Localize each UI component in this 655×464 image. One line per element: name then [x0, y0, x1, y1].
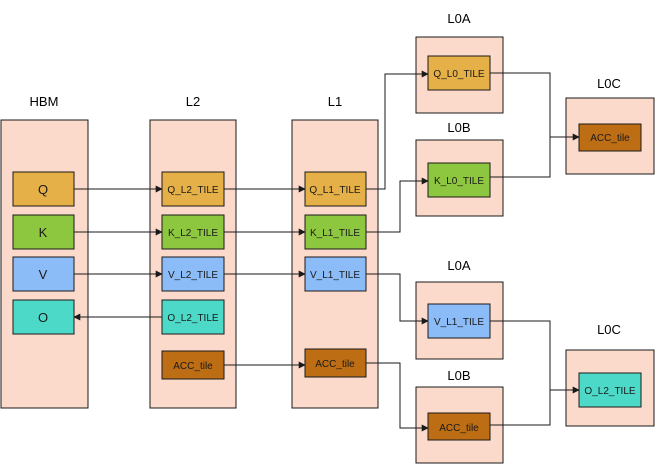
arrow-acc-l1-to-l0b [366, 362, 429, 432]
hbm-title: HBM [30, 94, 59, 109]
l1-title: L1 [328, 94, 342, 109]
l0b-top-title: L0B [447, 120, 470, 135]
l0a-top-title: L0A [447, 11, 470, 26]
l2-acc-box [161, 350, 225, 380]
l2-v-box [161, 256, 225, 292]
arrow-q-l1-to-l0a [366, 70, 429, 190]
l2-k-box [161, 214, 225, 250]
hbm-v-label: V [39, 267, 48, 282]
l0b-top-label: K_L0_TILE [434, 176, 484, 187]
line-acc-l0b-to-junction [490, 390, 551, 426]
l0b-bottom-acc-box [427, 412, 491, 441]
l2-tiles: Q_L2_TILE K_L2_TILE V_L2_TILE O_L2_TILE … [161, 171, 225, 380]
l1-q-box [304, 171, 367, 207]
line-k-l0b-to-junction [490, 137, 551, 178]
line-q-l0a-to-junction [490, 72, 551, 137]
l1-tiles: Q_L1_TILE K_L1_TILE V_L1_TILE ACC_tile [304, 171, 367, 378]
l1-k-box [304, 214, 367, 250]
l2-title: L2 [186, 94, 200, 109]
l1-acc-label: ACC_tile [315, 359, 355, 370]
hbm-o-label: O [38, 310, 48, 325]
l0-tiles: Q_L0_TILE K_L0_TILE ACC_tile V_L1_TILE A… [427, 55, 642, 441]
arrow-k-l1-to-l0b [366, 177, 429, 233]
l2-o-label: O_L2_TILE [167, 313, 218, 324]
l0b-top-k-box [427, 162, 491, 198]
l0c-bottom-title: L0C [597, 322, 621, 337]
l2-q-box [161, 171, 225, 207]
l0a-bottom-label: V_L1_TILE [434, 317, 484, 328]
l1-v-label: V_L1_TILE [310, 270, 360, 281]
l0a-bottom-v-box [427, 303, 491, 339]
l2-v-label: V_L2_TILE [168, 270, 218, 281]
l0a-top-q-box [427, 55, 491, 91]
hbm-k-label: K [39, 225, 48, 240]
l0c-bottom-o-box [578, 372, 642, 408]
l2-k-label: K_L2_TILE [168, 228, 218, 239]
l0c-top-title: L0C [597, 76, 621, 91]
l2-q-label: Q_L2_TILE [167, 185, 218, 196]
arrow-v-l1-to-l0a [366, 273, 429, 325]
hbm-q-label: Q [38, 182, 48, 197]
l1-v-box [304, 256, 367, 292]
hbm-k-box [12, 214, 75, 250]
l0c-top-label: ACC_tile [590, 133, 630, 144]
l1-acc-box [304, 348, 367, 378]
line-v-l0a-to-junction [490, 320, 551, 390]
hbm-o-box [12, 299, 75, 335]
l0b-bottom-title: L0B [447, 368, 470, 383]
l2-acc-label: ACC_tile [173, 361, 213, 372]
l0c-top-acc-box [578, 123, 642, 152]
l0c-bottom-label: O_L2_TILE [584, 386, 635, 397]
l0a-top-label: Q_L0_TILE [433, 69, 484, 80]
connectors [73, 70, 580, 432]
l1-k-label: K_L1_TILE [310, 228, 360, 239]
l2-o-box [161, 299, 225, 335]
l1-q-label: Q_L1_TILE [309, 185, 360, 196]
l0a-bottom-title: L0A [447, 258, 470, 273]
hbm-q-box [12, 171, 75, 207]
l0b-bottom-label: ACC_tile [439, 423, 479, 434]
hbm-tiles: Q K V O [12, 171, 75, 335]
hbm-v-box [12, 256, 75, 292]
